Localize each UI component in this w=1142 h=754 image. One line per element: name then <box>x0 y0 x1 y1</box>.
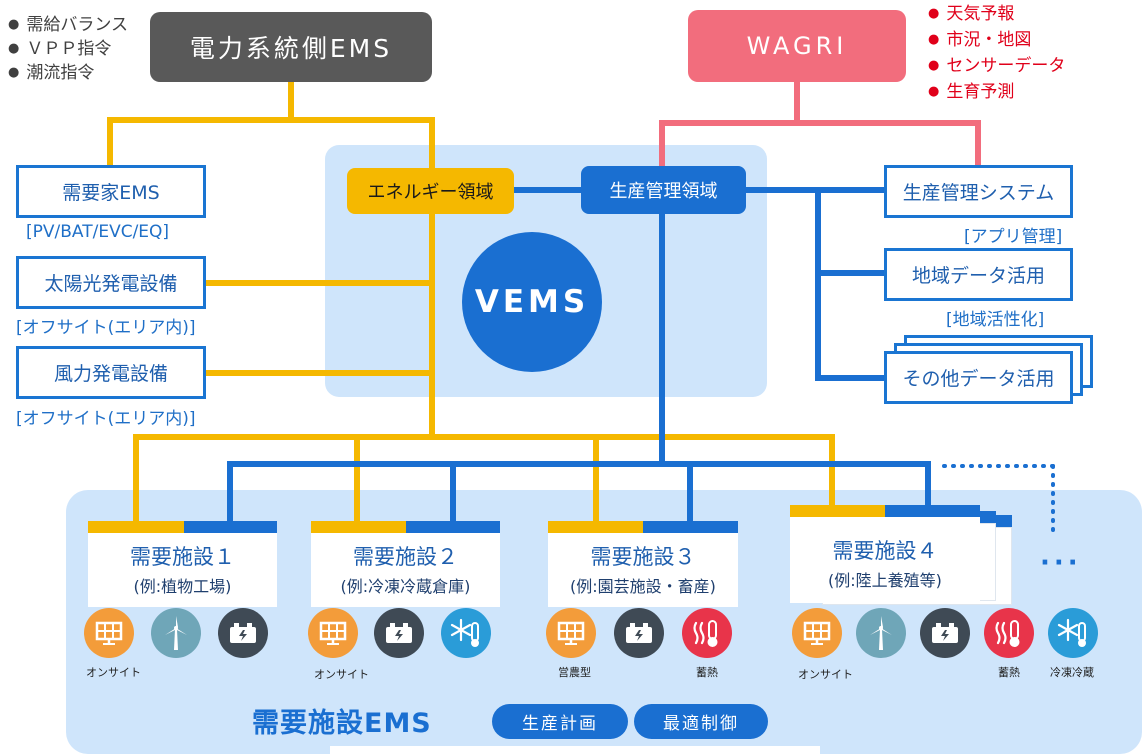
facility-title: 需要施設４ <box>832 539 938 563</box>
facility-example: (例:園芸施設・畜産) <box>570 577 716 596</box>
icon-caption: 蓄熱 <box>998 666 1020 679</box>
grid-ems-bullet: ＶＰＰ指令 <box>8 38 128 62</box>
facility-3: 需要施設３ (例:園芸施設・畜産) <box>548 521 738 607</box>
icon-caption: オンサイト <box>86 666 141 679</box>
icon-caption: 営農型 <box>558 666 591 679</box>
more-facilities-ellipsis: ··· <box>1040 548 1082 578</box>
wagri-box: WAGRI <box>688 10 906 82</box>
wagri-bullet: 天気予報 <box>928 2 1065 28</box>
refrigeration-icon <box>441 608 491 658</box>
regional-data-sublabel: [地域活性化] <box>946 310 1045 330</box>
customer-ems-sublabel: [PV/BAT/EVC/EQ] <box>26 222 170 242</box>
bottom-panel-edge <box>330 746 820 754</box>
icon-caption: オンサイト <box>798 668 853 681</box>
battery-icon <box>218 608 268 658</box>
heat-storage-icon <box>984 608 1034 658</box>
facility-example: (例:陸上養殖等) <box>828 571 942 590</box>
facility-title: 需要施設３ <box>590 545 696 569</box>
facility-example: (例:植物工場) <box>133 577 232 596</box>
facility-title: 需要施設２ <box>353 545 458 569</box>
grid-ems-bullet: 潮流指令 <box>8 62 128 86</box>
facility-2: 需要施設２ (例:冷凍冷蔵倉庫) <box>311 521 500 607</box>
battery-icon <box>374 608 424 658</box>
vems-circle: VEMS <box>462 232 602 372</box>
production-planning-button: 生産計画 <box>492 704 628 739</box>
solar-plant-sublabel: [オフサイト(エリア内)] <box>16 318 196 338</box>
facility-1: 需要施設１ (例:植物工場) <box>88 521 277 607</box>
icon-caption: オンサイト <box>314 668 369 681</box>
wagri-bullet: 市況・地図 <box>928 28 1065 54</box>
regional-data-box: 地域データ活用 <box>884 248 1073 301</box>
grid-ems-box: 電力系統側EMS <box>150 12 432 82</box>
wind-turbine-icon <box>856 608 906 658</box>
wagri-bullet: 生育予測 <box>928 80 1065 106</box>
vems-title: VEMS <box>474 284 590 320</box>
production-system-sublabel: [アプリ管理] <box>964 227 1063 247</box>
solar-icon <box>84 608 134 658</box>
solar-icon <box>308 608 358 658</box>
optimal-control-button: 最適制御 <box>634 704 768 739</box>
grid-ems-bullet: 需給バランス <box>8 14 128 38</box>
refrigeration-icon <box>1048 608 1098 658</box>
icon-caption: 冷凍冷蔵 <box>1050 666 1094 679</box>
production-domain-label: 生産管理領域 <box>581 166 746 214</box>
solar-icon <box>792 608 842 658</box>
grid-ems-info-list: 需給バランス ＶＰＰ指令 潮流指令 <box>8 14 128 86</box>
battery-icon <box>614 608 664 658</box>
other-data-box: その他データ活用 <box>884 351 1073 404</box>
facility-title: 需要施設１ <box>130 545 235 569</box>
solar-plant-box: 太陽光発電設備 <box>16 256 206 309</box>
wind-turbine-icon <box>151 608 201 658</box>
heat-storage-icon <box>682 608 732 658</box>
facility-4: 需要施設４ (例:陸上養殖等) <box>790 505 980 603</box>
solar-icon <box>546 608 596 658</box>
production-system-box: 生産管理システム <box>884 165 1073 218</box>
battery-icon <box>920 608 970 658</box>
icon-caption: 蓄熱 <box>696 666 718 679</box>
wagri-bullet: センサーデータ <box>928 54 1065 80</box>
facility-example: (例:冷凍冷蔵倉庫) <box>340 577 471 596</box>
customer-ems-box: 需要家EMS <box>16 165 206 218</box>
wind-plant-sublabel: [オフサイト(エリア内)] <box>16 409 196 429</box>
wagri-info-list: 天気予報 市況・地図 センサーデータ 生育予測 <box>928 2 1065 106</box>
wind-plant-box: 風力発電設備 <box>16 346 206 399</box>
demand-ems-title: 需要施設EMS <box>252 708 432 739</box>
energy-domain-label: エネルギー領域 <box>347 168 514 214</box>
